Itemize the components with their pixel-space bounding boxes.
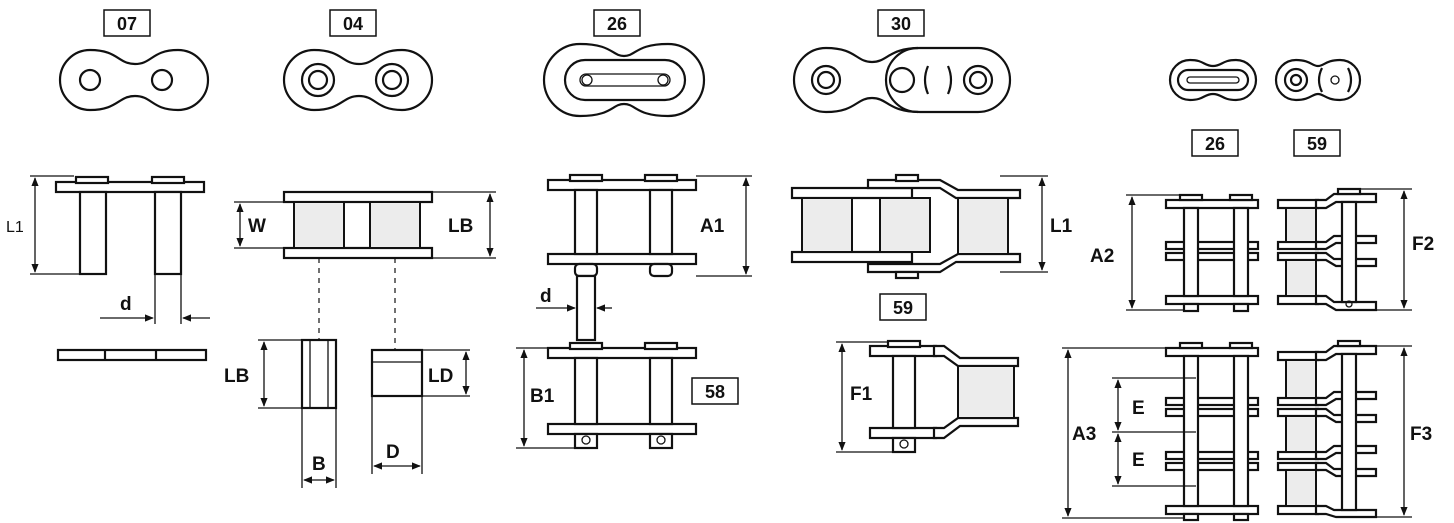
- plate-26-small: [1168, 58, 1258, 102]
- dim-label-E1: E: [1132, 398, 1145, 419]
- dim-label-LD: LD: [428, 366, 453, 387]
- dim-label-B1: B1: [530, 386, 555, 407]
- dim-label-d: d: [120, 294, 132, 315]
- code-box-59b: 59: [879, 293, 927, 321]
- part-59-side: F1: [836, 339, 1020, 454]
- part-triplex-59: F3: [1276, 339, 1432, 519]
- code-box-07: 07: [103, 9, 151, 37]
- part-triplex-26: A3 E E: [1062, 341, 1260, 522]
- dim-label-LB2: LB: [224, 366, 249, 387]
- dim-label-W: W: [248, 216, 266, 237]
- part-07-side: L1 d: [6, 175, 210, 362]
- part-26-side: A1 d: [536, 173, 752, 342]
- dim-label-A3: A3: [1072, 424, 1096, 445]
- part-30-side: L1: [790, 173, 1073, 280]
- dim-label-A2: A2: [1090, 246, 1114, 267]
- dim-label-F1: F1: [850, 384, 873, 405]
- code-label-59b: 59: [893, 298, 913, 318]
- code-box-26b: 26: [1191, 129, 1239, 157]
- dim-label-A1: A1: [700, 216, 725, 237]
- code-label-26: 26: [607, 14, 627, 34]
- part-58-side: B1: [516, 341, 698, 450]
- dim-label-F3: F3: [1410, 424, 1432, 445]
- code-label-04: 04: [343, 14, 363, 34]
- code-label-59: 59: [1307, 134, 1327, 154]
- part-04-bushing: W LB LB B LD D: [224, 190, 496, 488]
- code-box-30: 30: [877, 9, 925, 37]
- dim-label-LB: LB: [448, 216, 473, 237]
- plate-59-small: [1274, 58, 1362, 102]
- plate-04: [282, 48, 434, 112]
- code-label-58: 58: [705, 382, 725, 402]
- plate-07: [58, 48, 210, 112]
- plate-26: [542, 42, 706, 118]
- code-label-07: 07: [117, 14, 137, 34]
- code-box-59: 59: [1293, 129, 1341, 157]
- dim-label-L1: L1: [6, 219, 24, 236]
- dim-label-B: B: [312, 454, 326, 475]
- dim-label-E2: E: [1132, 450, 1145, 471]
- part-duplex-59: F2: [1276, 187, 1434, 312]
- code-label-30: 30: [891, 14, 911, 34]
- code-box-58: 58: [691, 377, 739, 405]
- dim-label-F2: F2: [1412, 234, 1434, 255]
- dim-label-L1b: L1: [1050, 216, 1073, 237]
- code-box-26: 26: [593, 9, 641, 37]
- dim-label-D: D: [386, 442, 400, 463]
- dim-label-d2: d: [540, 286, 552, 307]
- code-label-26b: 26: [1205, 134, 1225, 154]
- code-box-04: 04: [329, 9, 377, 37]
- part-duplex-26: A2: [1090, 193, 1260, 313]
- plate-30: [792, 46, 1012, 114]
